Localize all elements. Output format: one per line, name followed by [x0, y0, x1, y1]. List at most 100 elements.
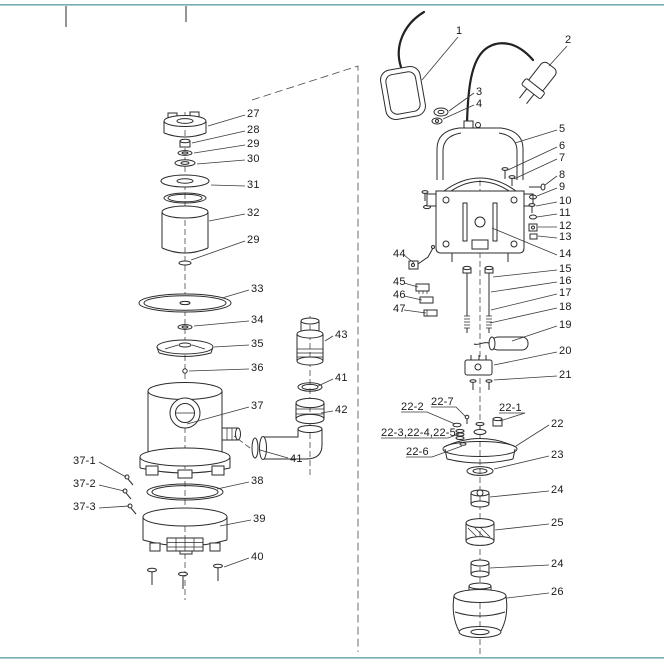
part-32-cup	[161, 205, 209, 254]
part-label-16: 16	[559, 275, 572, 287]
part-label-37-3: 37-3	[73, 501, 96, 513]
part-label-22: 22	[551, 418, 564, 430]
part-36-pin	[182, 368, 188, 374]
part-6-7-screws	[421, 167, 516, 210]
part-label-13: 13	[559, 231, 572, 243]
part-label-33: 33	[251, 283, 264, 295]
part-label-21: 21	[559, 369, 572, 381]
part-label-41: 41	[290, 453, 303, 465]
part-label-3: 3	[476, 86, 483, 98]
part-label-47: 47	[393, 303, 406, 315]
part-label-22-6: 22-6	[406, 446, 429, 458]
part-25-mechanical-seal	[465, 518, 495, 546]
part-41-ring-lower	[251, 437, 259, 459]
part-label-10: 10	[559, 195, 572, 207]
part-23-ring	[466, 466, 494, 476]
part-28-nut	[179, 138, 191, 148]
part-19-capacitor	[473, 336, 529, 351]
part-label-37-2: 37-2	[73, 478, 96, 490]
part-39-strainer-base	[142, 507, 228, 555]
part-5-top-cover	[436, 120, 524, 180]
part-24-seal-lower	[470, 559, 490, 578]
part-label-44: 44	[393, 248, 406, 260]
part-label-6: 6	[559, 140, 566, 152]
part-label-5: 5	[559, 123, 566, 135]
part-label-26: 26	[551, 586, 564, 598]
part-label-4: 4	[476, 98, 483, 110]
part-21-screws	[469, 379, 493, 390]
part-label-27: 27	[247, 108, 260, 120]
part-label-36: 36	[251, 362, 264, 374]
part-label-9: 9	[559, 181, 566, 193]
part-label-45: 45	[393, 276, 406, 288]
right-assembly	[380, 10, 557, 638]
part-8-13-fasteners	[528, 183, 546, 240]
part-label-1: 1	[456, 25, 463, 37]
part-43-hose-adapter	[296, 317, 324, 366]
part-label-37: 37	[251, 400, 264, 412]
part-label-23: 23	[551, 449, 564, 461]
part-label-22-2: 22-2	[401, 401, 424, 413]
part-31-disc	[160, 174, 210, 204]
part-label-42: 42	[335, 404, 348, 416]
part-37-motor-housing	[139, 382, 241, 479]
part-27-rotor-cap	[163, 111, 207, 138]
part-1-float-switch	[380, 10, 426, 121]
part-label-22-1: 22-1	[499, 402, 522, 414]
part-label-41: 41	[335, 372, 348, 384]
part-label-28: 28	[247, 124, 260, 136]
part-label-11: 11	[559, 207, 571, 219]
part-label-39: 39	[253, 513, 266, 525]
part-label-17: 17	[559, 287, 572, 299]
part-label-31: 31	[247, 179, 260, 191]
part-label-2: 2	[565, 34, 572, 46]
part-24-seal-upper	[470, 489, 490, 508]
part-26-volute	[452, 582, 508, 638]
part-label-29: 29	[247, 234, 260, 246]
part-label-38: 38	[251, 475, 264, 487]
part-label-24: 24	[551, 484, 564, 496]
part-37-screws	[122, 474, 137, 515]
part-40-screws	[147, 563, 223, 589]
part-elbow-outlet	[259, 425, 323, 460]
part-3-grommet	[433, 107, 449, 117]
part-label-7: 7	[559, 152, 566, 164]
part-label-29: 29	[247, 138, 260, 150]
part-label-40: 40	[251, 551, 264, 563]
part-label-24: 24	[551, 558, 564, 570]
part-35-impeller-plate	[156, 339, 214, 357]
part-20-protector	[464, 355, 493, 376]
part-label-37-1: 37-1	[73, 455, 96, 467]
part-15-18-bolts	[462, 265, 494, 333]
part-38-gasket	[146, 483, 224, 501]
part-label-46: 46	[393, 289, 406, 301]
page-rules	[0, 4, 664, 659]
part-label-20: 20	[559, 345, 572, 357]
part-label-22-3,22-4,22-5: 22-3,22-4,22-5	[381, 427, 456, 439]
part-label-32: 32	[247, 207, 260, 219]
part-label-22-7: 22-7	[431, 396, 454, 408]
part-label-30: 30	[247, 153, 260, 165]
part-label-35: 35	[251, 338, 264, 350]
part-label-34: 34	[251, 314, 264, 326]
part-33-plate	[138, 293, 232, 313]
left-assembly	[122, 111, 325, 589]
part-29-washer-lower	[178, 260, 192, 266]
part-label-43: 43	[335, 329, 348, 341]
part-label-19: 19	[559, 319, 572, 331]
part-label-25: 25	[551, 517, 564, 529]
part-41-ring-upper	[297, 382, 323, 392]
part-label-12: 12	[559, 220, 572, 232]
part-label-18: 18	[559, 301, 572, 313]
part-30-serrated-washer	[174, 159, 196, 167]
part-22-seal-plate-assembly	[442, 414, 518, 464]
part-label-14: 14	[559, 248, 572, 260]
part-14-pump-housing	[426, 177, 534, 262]
part-4-ring	[431, 117, 443, 125]
part-2-power-plug	[465, 42, 557, 124]
part-34-washer	[177, 324, 193, 330]
part-label-8: 8	[559, 169, 566, 181]
leader-lines	[98, 36, 568, 599]
part-label-15: 15	[559, 263, 572, 275]
